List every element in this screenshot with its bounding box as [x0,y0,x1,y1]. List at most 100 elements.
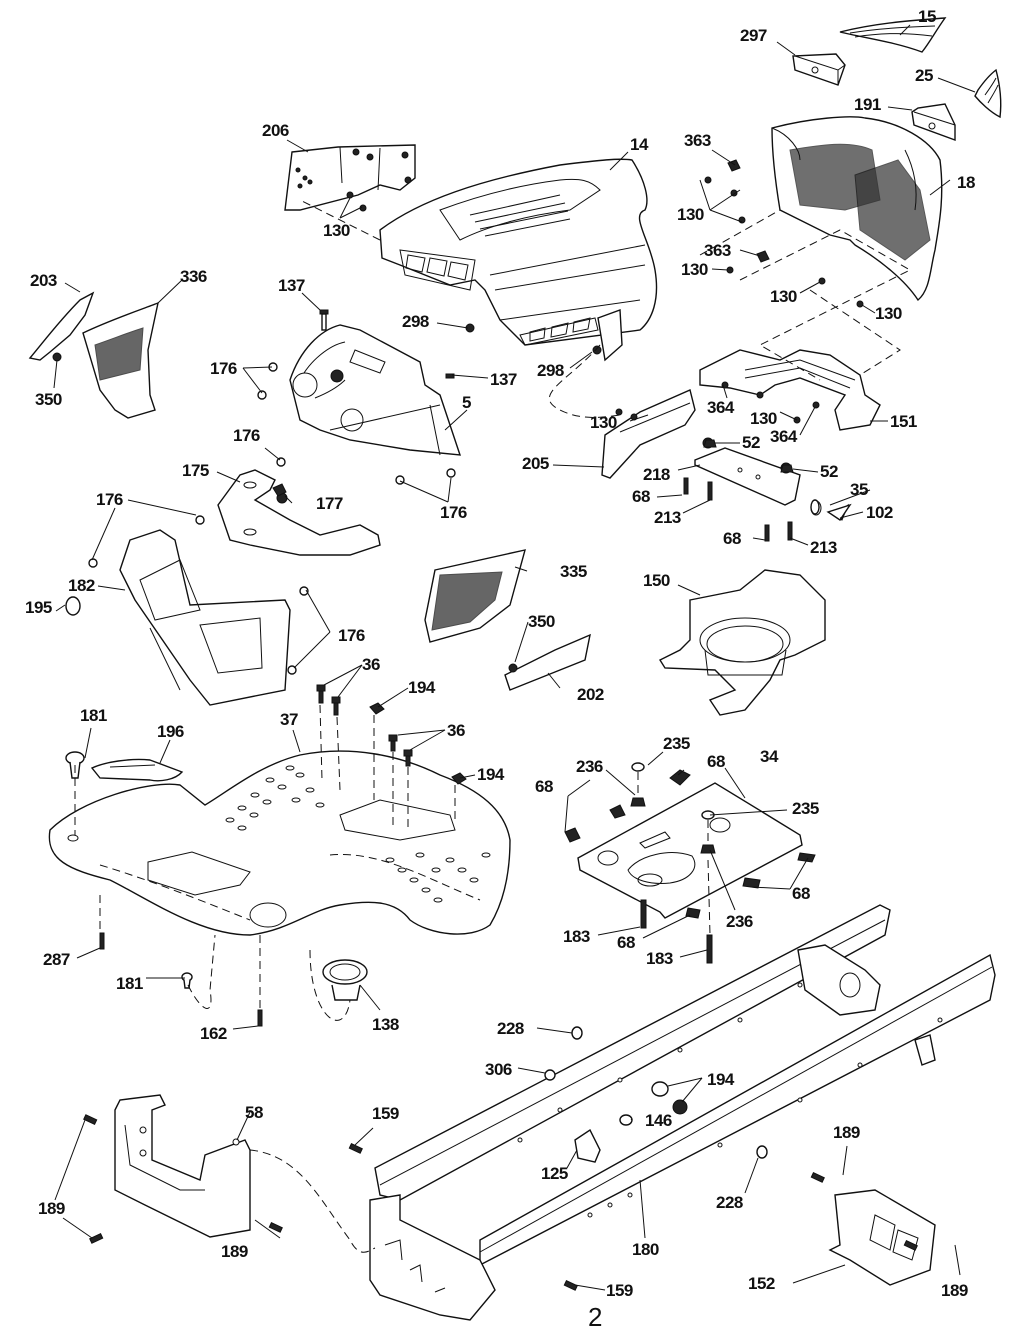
console-bracket-175 [217,469,381,556]
callout-364-lower: 364 [770,427,797,446]
callout-130-grille-top: 130 [677,205,704,224]
dash-side-panel-336 [82,301,159,419]
side-trim-202 [504,633,591,691]
engine-plate-hardware [564,762,816,964]
callout-336: 336 [180,267,207,286]
callout-364-top: 364 [707,398,734,417]
callout-189-guard-top: 189 [833,1123,860,1142]
screw-287 [99,932,105,950]
bracket-146 [619,1114,633,1126]
headlight-lens-25 [974,68,1002,119]
callout-205: 205 [522,454,549,473]
callout-236-lower: 236 [726,912,753,931]
fender-vent-holes [225,765,491,903]
fender-insert-196 [90,758,184,782]
dash-panel-5 [289,324,462,456]
callout-350-right: 350 [528,612,555,631]
callout-130-shield: 130 [590,413,617,432]
callout-68-plate-top-left: 68 [535,777,553,796]
callout-102: 102 [866,503,893,522]
callout-137-right: 137 [490,370,517,389]
callout-35: 35 [850,480,868,499]
callout-203: 203 [30,271,57,290]
engine-plate-34 [577,782,803,919]
page-number: 2 [588,1302,603,1332]
fuel-tank-cover-150 [658,569,826,716]
callout-218: 218 [643,465,670,484]
callout-175: 175 [182,461,209,480]
callout-150: 150 [643,571,670,590]
callout-146: 146 [645,1111,672,1130]
callout-176-console-right: 176 [338,626,365,645]
callout-176-console-top: 176 [96,490,123,509]
headlight-mount-297 [792,53,846,86]
callout-52-top: 52 [742,433,760,452]
side-trim-203 [28,291,95,361]
callout-189-guard-lower: 189 [941,1281,968,1300]
grommet-138 [322,959,368,1001]
headlight-lens-15 [839,17,947,53]
clip-125 [574,1128,601,1163]
callout-130-left: 130 [681,260,708,279]
callout-228-top: 228 [497,1019,524,1038]
callout-189-bracket-right: 189 [221,1242,248,1261]
callout-37: 37 [280,710,298,729]
callout-236-top: 236 [576,757,603,776]
callout-68-plate-bottom: 68 [617,933,635,952]
frame-180 [369,904,996,1321]
callout-130-bracket: 130 [750,409,777,428]
callout-5: 5 [462,393,471,412]
callout-177: 177 [316,494,343,513]
callout-68-plate-top-right: 68 [707,752,725,771]
bolts-176 [88,362,456,675]
callout-130-hood-insert: 130 [323,221,350,240]
hood-insert-206 [284,144,416,211]
callout-350-left: 350 [35,390,62,409]
callout-180: 180 [632,1240,659,1259]
screw-162 [257,1009,263,1027]
fender-37 [48,750,511,936]
callout-195: 195 [25,598,52,617]
callout-363-top: 363 [684,131,711,150]
callout-125: 125 [541,1164,568,1183]
callout-159-lower: 159 [606,1281,633,1300]
grille-18 [771,116,943,302]
callout-58: 58 [245,1103,263,1122]
callout-298-right: 298 [537,361,564,380]
callout-189-bracket-left: 189 [38,1199,65,1218]
callout-162: 162 [200,1024,227,1043]
bolts-137 [319,309,455,379]
callout-52-lower: 52 [820,462,838,481]
callout-34: 34 [760,747,778,766]
callout-181-top: 181 [80,706,107,725]
callout-202: 202 [577,685,604,704]
callout-235-lower: 235 [792,799,819,818]
callout-159-top: 159 [372,1104,399,1123]
callout-18: 18 [957,173,975,192]
callout-36-lower: 36 [447,721,465,740]
callout-68-pivot-lower: 68 [723,529,741,548]
callout-183-right: 183 [646,949,673,968]
screws-36 [316,684,413,767]
callout-206: 206 [262,121,289,140]
callout-181-lower: 181 [116,974,143,993]
hood-pivot-plate-218 [683,437,850,542]
callout-194-frame: 194 [707,1070,734,1089]
nuts-194 [369,702,688,1115]
front-bracket-58 [114,1094,251,1238]
callout-194-fender-top: 194 [408,678,435,697]
plug-195 [65,596,81,616]
callout-14: 14 [630,135,648,154]
nuts-52-68-213-35-102 [703,439,852,521]
callout-130-mid: 130 [770,287,797,306]
callout-138: 138 [372,1015,399,1034]
callout-15: 15 [918,7,936,26]
callout-213-top: 213 [654,508,681,527]
callout-306: 306 [485,1060,512,1079]
leader-lines [53,24,976,1291]
callout-176-dash-mid: 176 [233,426,260,445]
callout-196: 196 [157,722,184,741]
screws-189-159 [83,1114,918,1291]
callout-297: 297 [740,26,767,45]
callout-335: 335 [560,562,587,581]
